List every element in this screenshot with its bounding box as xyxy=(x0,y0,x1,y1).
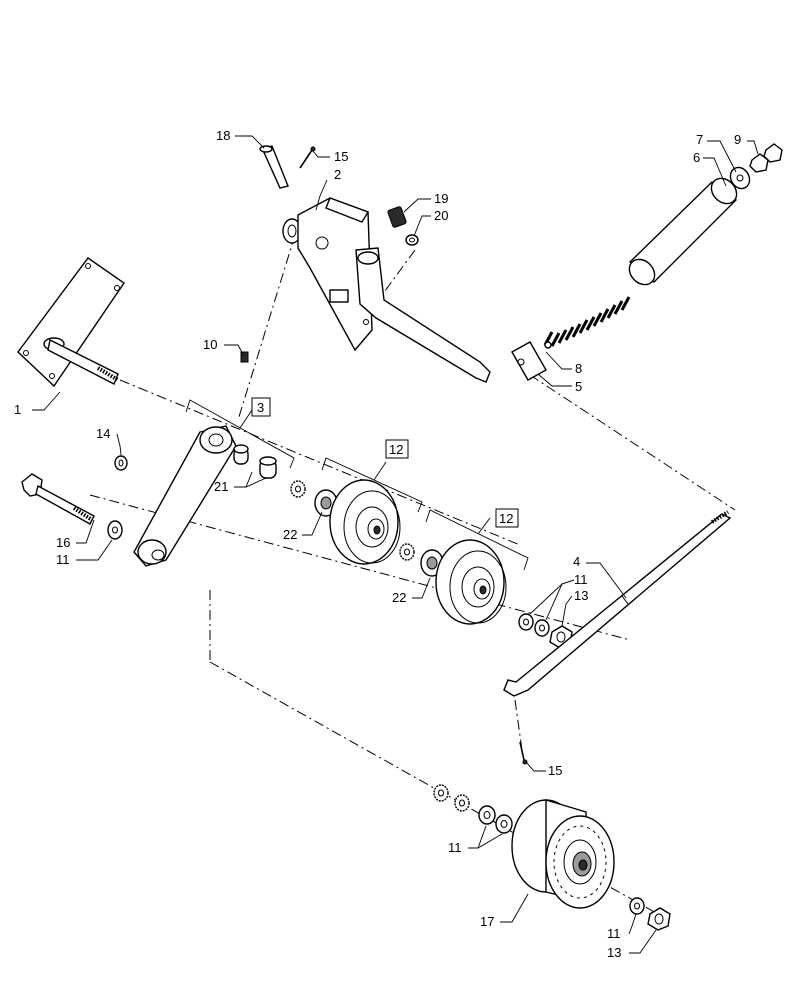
callout-12-upper: 12 xyxy=(389,442,403,457)
callout-22-lower: 22 xyxy=(392,590,406,605)
part-11-washers-lower xyxy=(478,805,513,834)
callout-13-bottom: 13 xyxy=(607,945,621,960)
part-21-bushings xyxy=(233,444,277,479)
callout-18: 18 xyxy=(216,128,230,143)
part-17-idler-pulley xyxy=(511,799,615,909)
callout-9: 9 xyxy=(734,132,741,147)
part-15-cotter-pin-lower xyxy=(519,741,528,765)
callout-16: 16 xyxy=(56,535,70,550)
part-2-handle-bracket xyxy=(282,197,491,383)
group-bracket-3 xyxy=(185,399,295,469)
callout-11-bottom: 11 xyxy=(607,926,621,941)
part-15-cotter-pin-top xyxy=(299,146,316,169)
part-9-nuts xyxy=(749,143,783,173)
callout-3: 3 xyxy=(257,400,264,415)
star-washer-mid xyxy=(399,543,415,561)
part-14-washer xyxy=(114,455,128,471)
group-bracket-12-upper xyxy=(321,457,423,513)
callout-12-lower: 12 xyxy=(499,511,513,526)
star-washers-lower xyxy=(433,784,470,812)
callout-11-left: 11 xyxy=(56,552,70,567)
callout-7: 7 xyxy=(696,132,703,147)
callout-4: 4 xyxy=(573,554,580,569)
callout-17: 17 xyxy=(480,914,494,929)
part-12-pulley-upper xyxy=(329,479,401,565)
callout-10: 10 xyxy=(203,337,217,352)
part-18-pin xyxy=(259,145,289,189)
part-5-spring-anchor xyxy=(511,341,547,381)
callout-22-upper: 22 xyxy=(283,527,297,542)
part-12-pulley-lower xyxy=(435,539,507,625)
part-20-washer xyxy=(405,234,419,246)
callout-labels: 1 2 3 4 5 6 7 8 9 10 11 11 11 11 12 12 1… xyxy=(14,128,741,960)
part-13-nut-bottom xyxy=(647,907,671,931)
callout-2: 2 xyxy=(334,167,341,182)
part-3-idler-arm xyxy=(133,425,237,567)
callout-6: 6 xyxy=(693,150,700,165)
part-10-spring-pin xyxy=(240,351,249,363)
callout-14: 14 xyxy=(96,426,110,441)
callout-13-upper: 13 xyxy=(574,588,588,603)
callout-8: 8 xyxy=(575,361,582,376)
callout-20: 20 xyxy=(434,208,448,223)
callout-11-right: 11 xyxy=(574,572,588,587)
part-11-washer-bottom xyxy=(629,897,645,915)
part-6-tube xyxy=(628,177,738,286)
callout-19: 19 xyxy=(434,191,448,206)
part-11-washer-left xyxy=(107,520,123,540)
part-8-spring xyxy=(543,296,631,349)
part-16-bolt xyxy=(21,473,95,525)
callout-11-lower: 11 xyxy=(448,840,462,855)
callout-1: 1 xyxy=(14,402,21,417)
part-4-rod xyxy=(503,510,732,697)
callout-21: 21 xyxy=(214,479,228,494)
part-19-spring-pin xyxy=(387,206,407,228)
leader-lines xyxy=(32,135,759,954)
callout-5: 5 xyxy=(575,379,582,394)
callout-15-lower: 15 xyxy=(548,763,562,778)
group-bracket-12-lower xyxy=(425,509,529,571)
part-11-washers-right xyxy=(518,613,550,637)
callout-15-top: 15 xyxy=(334,149,348,164)
part-1-mounting-plate xyxy=(17,257,125,388)
star-washer-upper xyxy=(290,480,306,498)
